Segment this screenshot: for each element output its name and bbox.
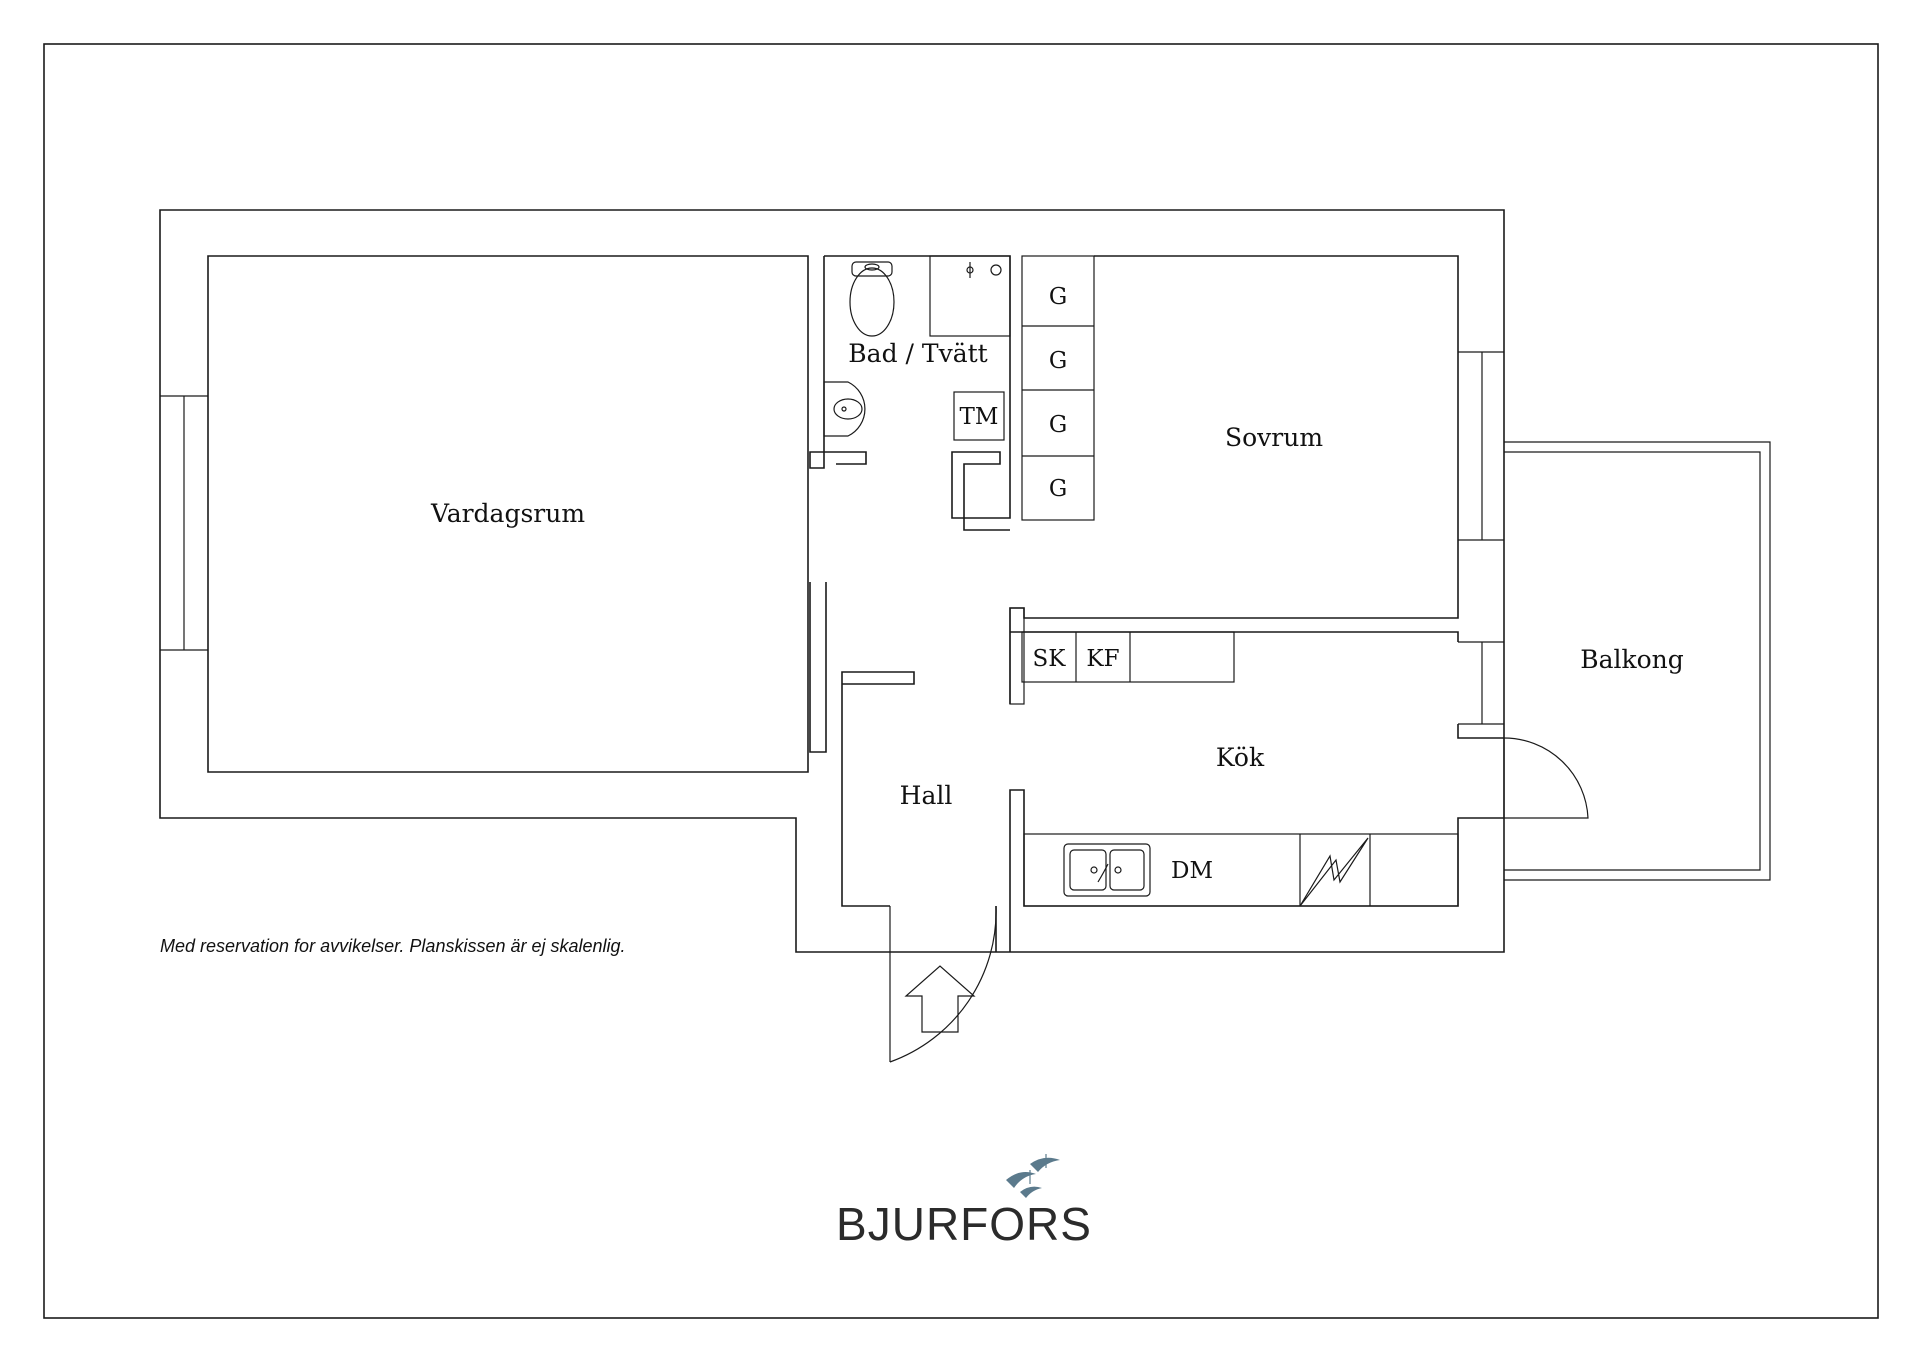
wardrobe-label-3: G (1049, 412, 1067, 438)
washing-machine-label: TM (960, 404, 999, 430)
kitchen-lower-wall (1457, 724, 1504, 739)
hall-partition (841, 671, 915, 907)
toilet-icon (849, 261, 895, 337)
freezer-label: SK (1033, 646, 1067, 672)
balcony (1504, 441, 1771, 881)
entrance-door (889, 905, 997, 1063)
room-label-sovrum: Sovrum (1225, 423, 1323, 452)
room-label-hall: Hall (900, 781, 953, 810)
room-label-kok: Kök (1216, 743, 1265, 772)
kitchen-window (1458, 641, 1504, 725)
kitchen-counter (1023, 833, 1459, 907)
wardrobe-column (1021, 255, 1095, 521)
hall-wall (809, 582, 827, 753)
bedroom-window (1458, 351, 1504, 541)
room-label-vardagsrum: Vardagsrum (430, 499, 585, 528)
double-sink-icon (1063, 843, 1151, 897)
bathroom-left-wall (809, 256, 867, 469)
inner-wall-living (207, 255, 809, 773)
fridge-label: KF (1086, 646, 1119, 672)
entrance-arrow-icon (904, 965, 976, 1033)
page-frame (43, 43, 1879, 1319)
fridge-freezer-counter (1009, 607, 1235, 705)
brand-wordmark: BJURFORS (836, 1198, 1092, 1250)
wardrobe-label-4: G (1049, 476, 1067, 502)
bathroom-wall (824, 255, 1011, 531)
room-label-balkong: Balkong (1580, 645, 1684, 674)
shower-icon (929, 255, 1011, 337)
dishwasher-label: DM (1171, 858, 1213, 884)
balcony-door (1503, 737, 1589, 819)
wardrobe-label-2: G (1049, 348, 1067, 374)
kitchen-bottom-wall (1009, 789, 1504, 952)
stove-icon (1299, 837, 1369, 907)
living-window (160, 395, 208, 651)
room-label-bad: Bad / Tvätt (848, 339, 987, 368)
outer-wall (159, 209, 1505, 953)
sink-icon (823, 381, 866, 437)
birds-logo-icon (1006, 1154, 1060, 1198)
washing-machine (953, 391, 1005, 441)
disclaimer-note: Med reservation for avvikelser. Planskis… (160, 936, 626, 956)
wardrobe-label-1: G (1049, 284, 1067, 310)
